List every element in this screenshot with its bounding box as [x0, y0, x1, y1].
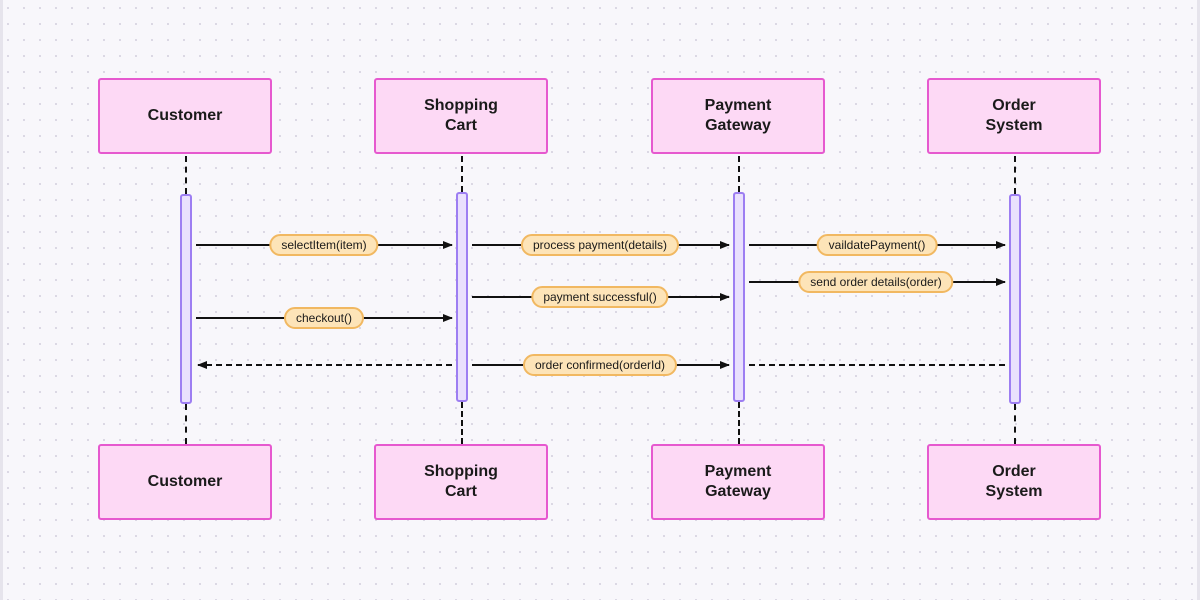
message-process-payment: process payment(details): [520, 234, 680, 256]
lifeline-cart-bottom: [461, 402, 463, 444]
activation-cart: [456, 192, 468, 402]
lifeline-gateway-top: [738, 156, 740, 192]
actor-customer-top: Customer: [98, 78, 272, 154]
lifeline-order-bottom: [1014, 404, 1016, 444]
activation-order: [1009, 194, 1021, 404]
message-select-item: selectItem(item): [269, 234, 379, 256]
message-validate-payment: vaildatePayment(): [816, 234, 938, 256]
actor-customer-bottom: Customer: [98, 444, 272, 520]
lifeline-order-top: [1014, 156, 1016, 194]
lifeline-gateway-bottom: [738, 402, 740, 444]
actor-order-system-top: Order System: [927, 78, 1101, 154]
actor-payment-gateway-bottom: Payment Gateway: [651, 444, 825, 520]
lifeline-customer-top: [185, 156, 187, 194]
actor-payment-gateway-top: Payment Gateway: [651, 78, 825, 154]
actor-shopping-cart-bottom: Shopping Cart: [374, 444, 548, 520]
actor-shopping-cart-top: Shopping Cart: [374, 78, 548, 154]
message-payment-successful: payment successful(): [531, 286, 669, 308]
message-send-order-details: send order details(order): [798, 271, 954, 293]
activation-gateway: [733, 192, 745, 402]
activation-customer: [180, 194, 192, 404]
lifeline-customer-bottom: [185, 404, 187, 444]
actor-order-system-bottom: Order System: [927, 444, 1101, 520]
message-checkout: checkout(): [283, 307, 365, 329]
lifeline-cart-top: [461, 156, 463, 192]
message-order-confirmed: order confirmed(orderId): [522, 354, 678, 376]
